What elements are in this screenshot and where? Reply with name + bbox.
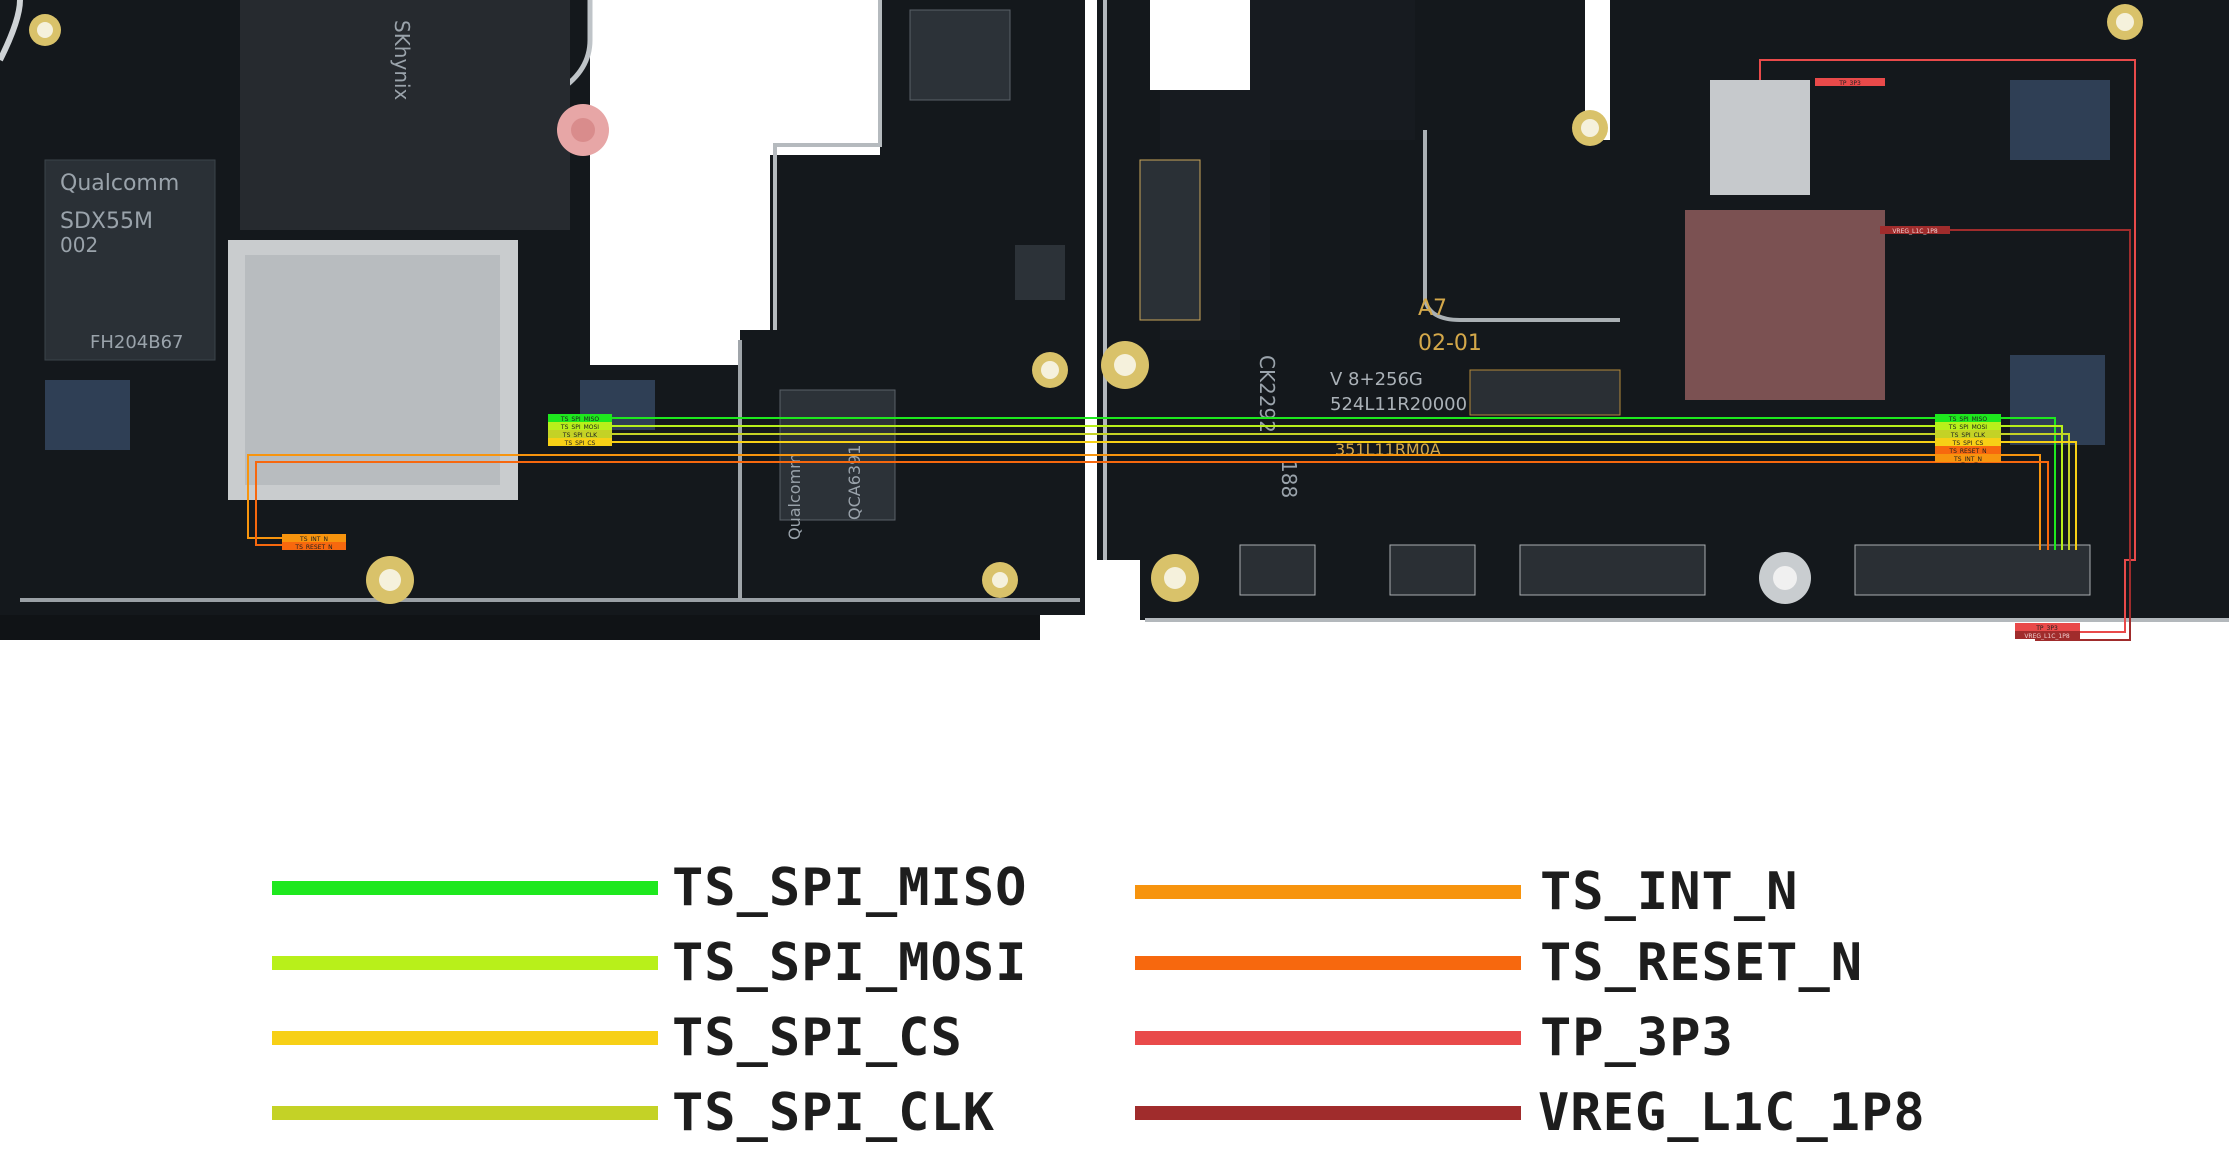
legend-swatch xyxy=(1135,885,1521,899)
trace-ts-int-n xyxy=(247,454,2041,550)
pad-conn-mosi-text: TS_SPI_MOSI xyxy=(1948,424,1987,431)
pad-conn-miso-text: TS_SPI_MISO xyxy=(1948,416,1987,423)
legend-label: TS_SPI_MISO xyxy=(672,858,1028,918)
legend-swatch xyxy=(1135,1031,1521,1045)
pad-cpu-mosi xyxy=(548,422,612,430)
pad-cpu-int-text: TS_INT_N xyxy=(299,536,328,543)
pad-bottom-tp3p3-text: TP_3P3 xyxy=(2035,625,2058,632)
legend-label: TS_SPI_CLK xyxy=(672,1083,996,1143)
pad-cpu-miso-text: TS_SPI_MISO xyxy=(560,416,599,423)
legend-swatch xyxy=(272,1031,658,1045)
board-rev-text: A7 xyxy=(1418,296,1447,321)
legend-swatch xyxy=(1135,956,1521,970)
pad-top-vreg xyxy=(1880,226,1950,234)
pad-cpu-clk xyxy=(548,430,612,438)
pad-conn-cs xyxy=(1935,438,2001,446)
trace-ts-spi-cs xyxy=(548,441,2077,550)
legend-swatch xyxy=(272,881,658,895)
left-board xyxy=(0,0,1095,640)
modem-code-text: 002 xyxy=(60,233,98,257)
pad-cpu-miso xyxy=(548,414,612,422)
right-board xyxy=(1097,0,2229,622)
pad-conn-miso xyxy=(1935,414,2001,422)
pcb-diagram: Qualcomm SDX55M 002 FH204B67 SKhynix Qua… xyxy=(0,0,2229,641)
pad-conn-clk-text: TS_SPI_CLK xyxy=(1950,432,1986,439)
board-rev2-text: 02-01 xyxy=(1418,331,1482,356)
pad-conn-mosi xyxy=(1935,422,2001,430)
pad-top-tp3p3 xyxy=(1815,78,1885,86)
pad-conn-clk xyxy=(1935,430,2001,438)
pad-labels: TS_SPI_MISO TS_SPI_MOSI TS_SPI_CLK TS_SP… xyxy=(282,78,2080,640)
legend-label: TP_3P3 xyxy=(1540,1008,1734,1068)
mem-marking-text: V 8+256G xyxy=(1330,369,1423,390)
legend-label: TS_RESET_N xyxy=(1540,933,1864,993)
pad-bottom-vreg-text: VREG_L1C_1P8 xyxy=(2024,633,2069,640)
pad-conn-reset xyxy=(1935,446,2001,454)
legend-label: TS_SPI_CS xyxy=(672,1008,963,1068)
pad-cpu-int xyxy=(282,534,346,542)
pad-bottom-vreg xyxy=(2015,631,2080,639)
legend-label: TS_INT_N xyxy=(1540,862,1799,922)
trace-ts-spi-clk xyxy=(548,433,2070,550)
modem-part-text: SDX55M xyxy=(60,209,153,234)
pad-cpu-mosi-text: TS_SPI_MOSI xyxy=(560,424,599,431)
trace-vreg-l1c-1p8 xyxy=(1880,229,2131,641)
legend-swatch xyxy=(1135,1106,1521,1120)
pad-conn-cs-text: TS_SPI_CS xyxy=(1952,440,1984,447)
pad-cpu-reset-text: TS_RESET_N xyxy=(294,544,332,551)
modem-lot-text: FH204B67 xyxy=(90,332,184,353)
trace-ts-reset-n xyxy=(255,461,2049,550)
legend-swatch xyxy=(272,956,658,970)
ram-part-text: SKhynix xyxy=(390,20,414,101)
pad-top-tp3p3-text: TP_3P3 xyxy=(1838,80,1861,87)
trace-tp-3p3 xyxy=(1759,59,2136,633)
mem-part-text: 524L11R20000 xyxy=(1330,394,1467,415)
legend-label: VREG_L1C_1P8 xyxy=(1538,1083,1926,1143)
pad-cpu-reset xyxy=(282,542,346,550)
wifi-part-text: QCA6391 xyxy=(845,445,864,520)
modem-brand-text: Qualcomm xyxy=(60,171,179,196)
pad-cpu-cs-text: TS_SPI_CS xyxy=(564,440,596,447)
pad-conn-int xyxy=(1935,454,2001,462)
pad-bottom-tp3p3 xyxy=(2015,623,2080,631)
side-code-text: CK2292 xyxy=(1255,355,1279,433)
pad-cpu-clk-text: TS_SPI_CLK xyxy=(562,432,598,439)
legend-swatch xyxy=(272,1106,658,1120)
pad-conn-int-text: TS_INT_N xyxy=(1953,456,1982,463)
wifi-brand-text: Qualcomm xyxy=(785,453,804,540)
pad-conn-reset-text: TS_RESET_N xyxy=(1948,448,1986,455)
side-num-text: 188 xyxy=(1277,460,1301,498)
legend-label: TS_SPI_MOSI xyxy=(672,933,1028,993)
pad-cpu-cs xyxy=(548,438,612,446)
pad-top-vreg-text: VREG_L1C_1P8 xyxy=(1892,228,1937,235)
